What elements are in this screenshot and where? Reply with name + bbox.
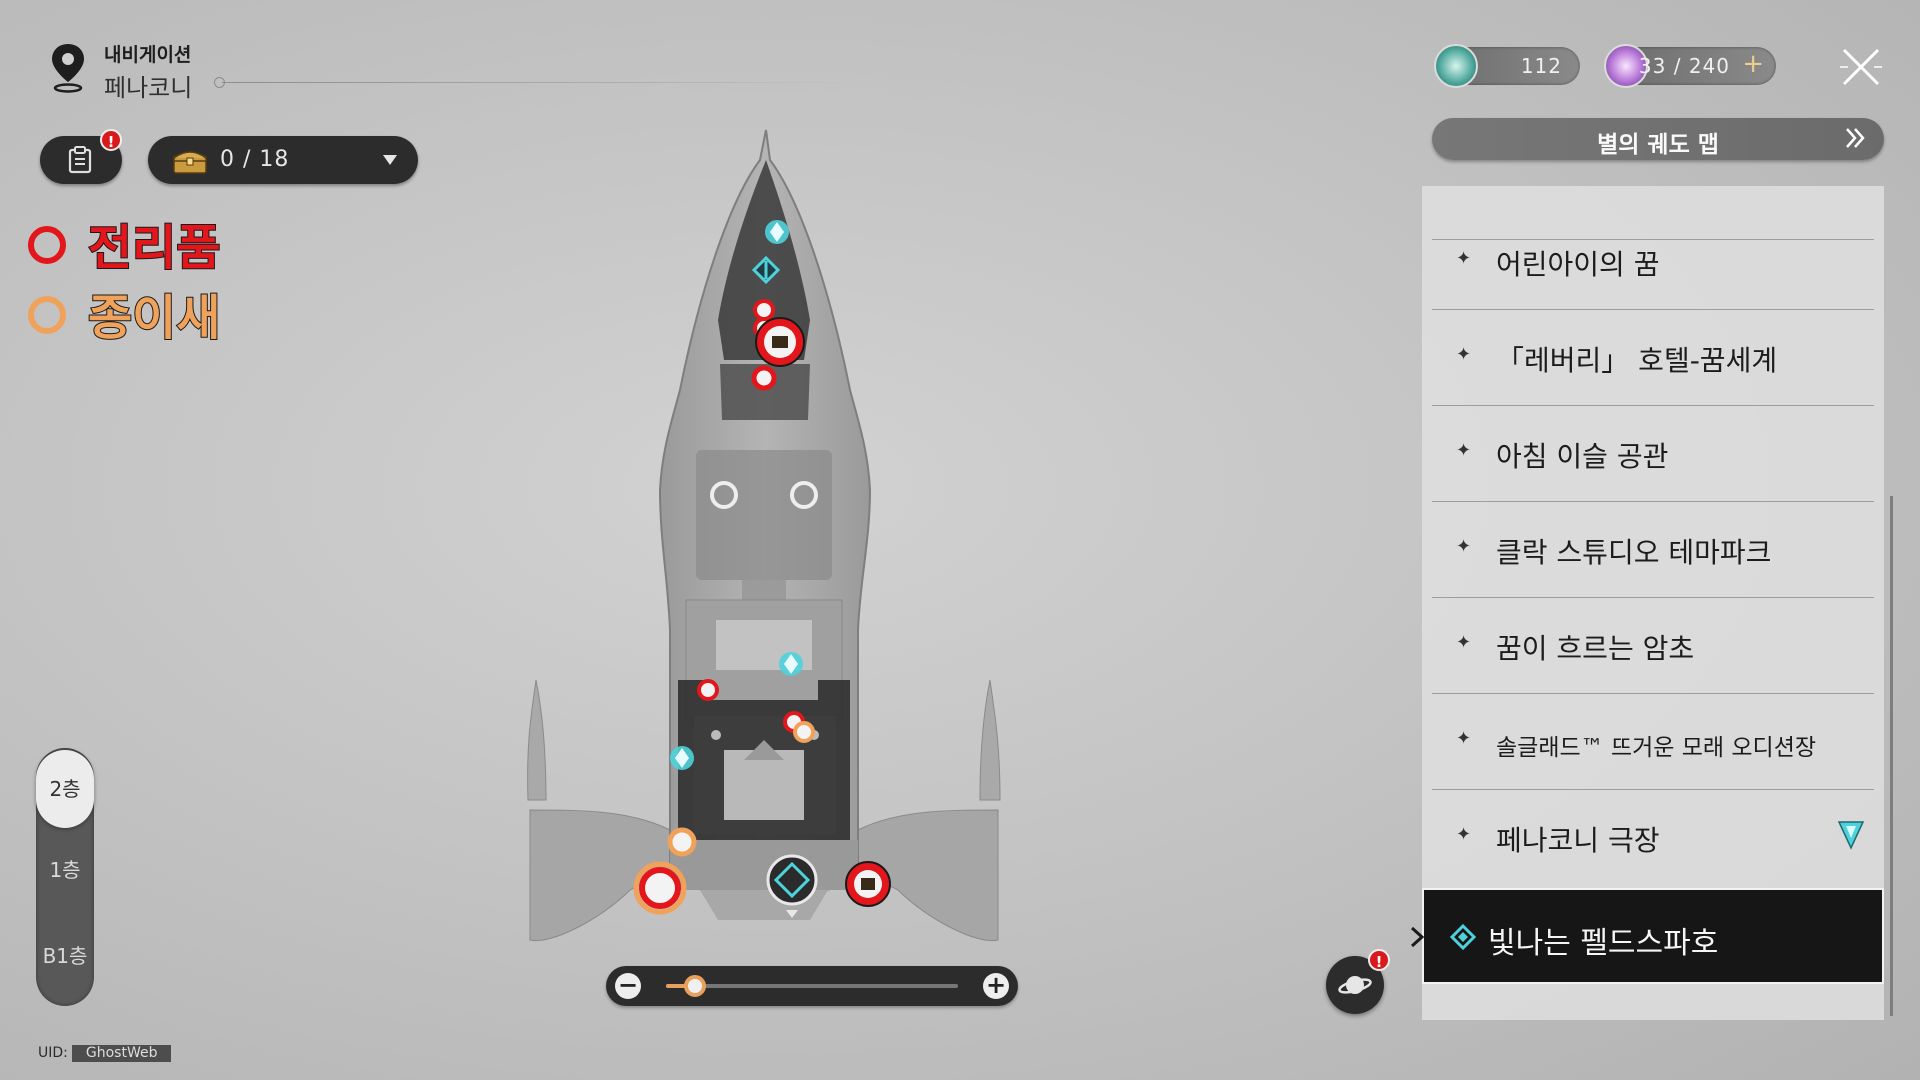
- navigation-header: 내비게이션 페나코니: [48, 38, 862, 102]
- planet-icon: [1338, 976, 1372, 994]
- add-icon[interactable]: +: [1742, 49, 1764, 79]
- chest-count: 0 / 18: [220, 147, 290, 172]
- map-view[interactable]: [480, 120, 1040, 980]
- space-anchor-icon[interactable]: [779, 652, 803, 676]
- planet-alert-badge: !: [1368, 949, 1390, 971]
- trailblaze-power-icon: [1434, 44, 1478, 88]
- treasure-chest-icon: [173, 151, 207, 174]
- location-list-panel: ✦ 어린아이의 꿈 ✦ 「레버리」 호텔-꿈세계 ✦ 아침 이슬 공관 ✦ 클락…: [1422, 186, 1893, 1020]
- legend-loot: 전리품: [28, 208, 221, 278]
- legend-paper-bird: 종이새: [28, 278, 221, 348]
- zoom-control: − +: [606, 966, 1018, 1006]
- star-icon: ✦: [1456, 824, 1472, 845]
- treasure-chest-filter[interactable]: 0 / 18: [148, 136, 418, 184]
- legend-loot-label: 전리품: [87, 219, 221, 277]
- tracking-marker-icon: [1838, 821, 1864, 850]
- clipboard-icon: [68, 146, 92, 174]
- loot-marker[interactable]: [845, 861, 891, 907]
- path-line: [222, 82, 862, 83]
- location-item[interactable]: ✦ 어린아이의 꿈: [1432, 214, 1874, 310]
- star-icon: ✦: [1456, 536, 1472, 557]
- double-chevron-right-icon: [1846, 128, 1865, 148]
- legend-paper-bird-label: 종이새: [87, 289, 221, 347]
- current-position-icon[interactable]: [766, 854, 818, 918]
- uid-prefix: UID:: [38, 1045, 68, 1061]
- list-item-spacer: [1432, 144, 1874, 240]
- chevron-down-icon: [383, 155, 397, 165]
- star-icon: ✦: [1456, 248, 1472, 269]
- location-item-selected[interactable]: 빛나는 펠드스파호: [1422, 888, 1884, 984]
- paper-bird-marker[interactable]: [667, 827, 697, 857]
- floor-selector: 2층 1층 B1층: [36, 748, 94, 1006]
- navigation-label: 내비게이션: [104, 44, 192, 66]
- star-rail-map-label: 별의 궤도 맵: [1597, 132, 1719, 158]
- loot-marker[interactable]: [697, 679, 719, 701]
- waypoint-icon[interactable]: [751, 255, 781, 285]
- loot-marker[interactable]: [753, 299, 775, 321]
- location-item[interactable]: ✦ 페나코니 극장: [1432, 790, 1874, 886]
- location-name: 빛나는 펠드스파호: [1488, 926, 1719, 961]
- location-item[interactable]: ✦ 「레버리」 호텔-꿈세계: [1432, 310, 1874, 406]
- mission-alert-badge: !: [100, 129, 122, 151]
- orange-ring-icon: [28, 296, 66, 334]
- space-anchor-icon[interactable]: [765, 220, 789, 244]
- paper-bird-marker[interactable]: [793, 721, 815, 743]
- location-name: 솔글래드™ 뜨거운 모래 오디션장: [1496, 735, 1817, 761]
- floor-b1-button[interactable]: B1층: [42, 944, 88, 968]
- zoom-in-button[interactable]: +: [983, 973, 1009, 999]
- location-item[interactable]: ✦ 꿈이 흐르는 암초: [1432, 598, 1874, 694]
- star-icon: ✦: [1456, 440, 1472, 461]
- paper-bird-marker[interactable]: [633, 861, 687, 915]
- location-name: 「레버리」 호텔-꿈세계: [1496, 344, 1778, 377]
- location-name: 아침 이슬 공관: [1496, 440, 1669, 473]
- uid-value: GhostWeb: [71, 1045, 172, 1062]
- floor-1f-button[interactable]: 1층: [49, 858, 81, 882]
- reserve-power-icon: [1604, 44, 1648, 88]
- uid-label: UID:GhostWeb: [38, 1045, 172, 1062]
- zoom-slider-fill: [666, 984, 695, 988]
- current-location: 페나코니: [104, 74, 193, 102]
- star-rail-map-button[interactable]: 별의 궤도 맵: [1432, 118, 1884, 160]
- location-name: 어린아이의 꿈: [1496, 248, 1660, 281]
- selection-arrow-icon: [1410, 926, 1425, 948]
- location-name: 꿈이 흐르는 암초: [1496, 632, 1695, 665]
- location-pin-icon: [52, 44, 84, 93]
- scrollbar[interactable]: [1890, 496, 1893, 1016]
- space-anchor-icon[interactable]: [670, 746, 694, 770]
- trailblaze-power-value: 112: [1520, 54, 1562, 78]
- close-icon[interactable]: [1838, 44, 1884, 90]
- loot-marker[interactable]: [755, 317, 805, 367]
- reserve-power-counter[interactable]: 33 / 240 +: [1604, 44, 1776, 88]
- ship-structure: [527, 129, 1001, 942]
- star-icon: ✦: [1456, 632, 1472, 653]
- zoom-out-button[interactable]: −: [615, 973, 641, 999]
- red-ring-icon: [28, 226, 66, 264]
- star-icon: ✦: [1456, 728, 1472, 749]
- zoom-slider-handle[interactable]: [684, 975, 706, 997]
- loot-marker[interactable]: [639, 867, 681, 909]
- location-item[interactable]: ✦ 클락 스튜디오 테마파크: [1432, 502, 1874, 598]
- location-name: 페나코니 극장: [1496, 824, 1660, 857]
- location-item[interactable]: ✦ 솔글래드™ 뜨거운 모래 오디션장: [1432, 694, 1874, 790]
- trailblaze-power-counter[interactable]: 112: [1434, 44, 1580, 88]
- star-icon: ✦: [1456, 344, 1472, 365]
- location-name: 클락 스튜디오 테마파크: [1496, 536, 1772, 569]
- diamond-waypoint-icon: [1450, 924, 1476, 950]
- zoom-slider-track[interactable]: [666, 975, 958, 997]
- loot-marker[interactable]: [751, 365, 777, 391]
- location-item[interactable]: ✦ 아침 이슬 공관: [1432, 406, 1874, 502]
- floor-2f-button[interactable]: 2층: [36, 750, 94, 828]
- reserve-power-value: 33 / 240: [1638, 54, 1730, 78]
